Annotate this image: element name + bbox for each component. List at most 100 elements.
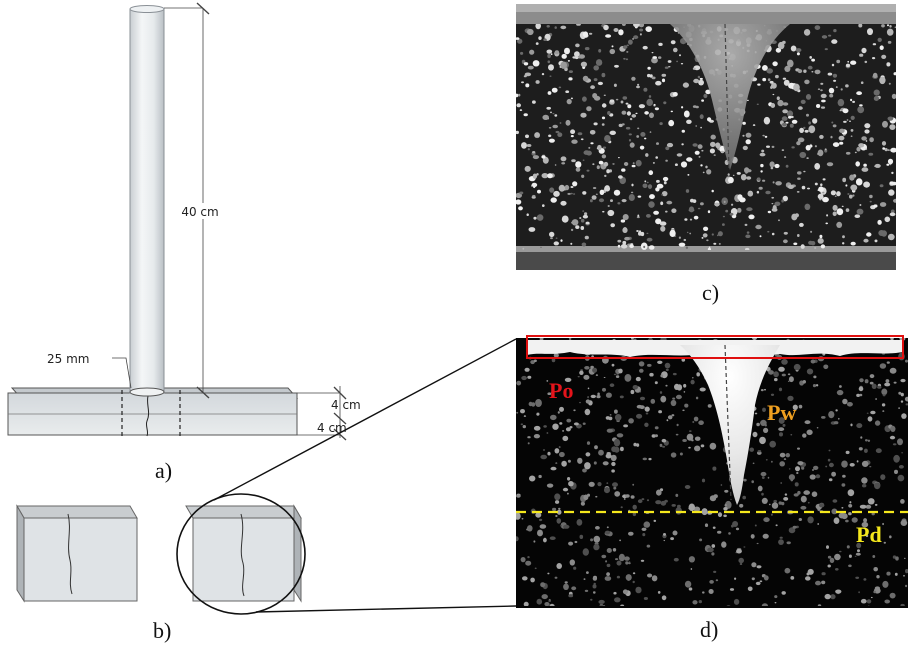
aggregate-grain — [867, 28, 873, 36]
aggregate-grain — [555, 500, 560, 504]
aggregate-grain — [635, 112, 638, 115]
aggregate-grain — [882, 394, 886, 397]
aggregate-grain — [669, 229, 676, 237]
aggregate-grain — [522, 247, 525, 250]
aggregate-grain — [644, 137, 647, 140]
aggregate-grain — [850, 60, 857, 65]
aggregate-grain — [774, 201, 781, 206]
aggregate-grain — [901, 413, 907, 419]
aggregate-grain — [684, 580, 692, 588]
aggregate-grain — [555, 237, 558, 239]
aggregate-grain — [722, 223, 725, 226]
aggregate-grain — [820, 183, 823, 187]
aggregate-grain — [874, 482, 881, 490]
aggregate-grain — [867, 605, 870, 606]
aggregate-grain — [692, 420, 695, 424]
aggregate-grain — [747, 99, 749, 101]
aggregate-grain — [617, 239, 622, 243]
aggregate-grain — [828, 478, 833, 482]
aggregate-grain — [603, 377, 606, 378]
aggregate-grain — [620, 219, 626, 223]
panel-c-photo: c) — [516, 4, 896, 305]
aggregate-grain — [615, 375, 620, 378]
aggregate-grain — [737, 207, 742, 213]
aggregate-grain — [828, 34, 832, 37]
aggregate-grain — [759, 235, 762, 238]
aggregate-grain — [618, 29, 624, 36]
aggregate-grain — [548, 134, 552, 138]
aggregate-grain — [601, 154, 607, 159]
aggregate-grain — [682, 409, 685, 412]
aggregate-grain — [547, 173, 553, 179]
aggregate-grain — [847, 193, 850, 195]
aggregate-grain — [822, 178, 826, 181]
aggregate-grain — [547, 91, 552, 95]
aggregate-grain — [743, 478, 747, 482]
aggregate-grain — [784, 156, 787, 158]
aggregate-grain — [533, 216, 537, 220]
aggregate-grain — [771, 203, 774, 205]
aggregate-grain — [643, 87, 648, 92]
aggregate-grain — [845, 184, 848, 187]
aggregate-grain — [894, 469, 898, 474]
aggregate-grain — [773, 499, 777, 503]
aggregate-grain — [529, 49, 535, 55]
aggregate-grain — [727, 173, 730, 176]
aggregate-grain — [793, 242, 798, 246]
aggregate-grain — [625, 574, 632, 581]
aggregate-grain — [661, 73, 667, 77]
aggregate-grain — [516, 103, 521, 108]
aggregate-grain — [867, 439, 871, 442]
aggregate-grain — [850, 423, 853, 427]
aggregate-grain — [593, 122, 598, 126]
aggregate-grain — [742, 134, 745, 137]
aggregate-grain — [606, 169, 610, 174]
aggregate-grain — [875, 398, 877, 400]
aggregate-grain — [793, 493, 799, 497]
aggregate-grain — [632, 512, 637, 517]
aggregate-grain — [856, 542, 862, 549]
aggregate-grain — [699, 387, 706, 392]
aggregate-grain — [603, 24, 609, 31]
aggregate-grain — [598, 160, 604, 165]
aggregate-grain — [893, 72, 896, 76]
aggregate-grain — [585, 399, 591, 404]
aggregate-grain — [794, 213, 800, 218]
aggregate-grain — [639, 368, 644, 373]
aggregate-grain — [731, 203, 734, 206]
aggregate-grain — [905, 569, 908, 574]
aggregate-grain — [575, 167, 581, 172]
aggregate-grain — [701, 149, 704, 152]
aggregate-grain — [824, 148, 827, 151]
aggregate-grain — [850, 135, 853, 137]
aggregate-grain — [865, 439, 868, 442]
aggregate-grain — [842, 177, 847, 183]
aggregate-grain — [805, 94, 812, 100]
aggregate-grain — [877, 385, 882, 389]
aggregate-grain — [564, 47, 570, 55]
aggregate-grain — [707, 210, 711, 214]
photo-water-plume — [670, 24, 790, 170]
aggregate-grain — [554, 50, 560, 55]
aggregate-grain — [694, 150, 700, 155]
aggregate-grain — [869, 200, 872, 203]
aggregate-grain — [574, 51, 580, 58]
aggregate-grain — [516, 536, 519, 542]
aggregate-grain — [778, 219, 780, 222]
aggregate-grain — [629, 142, 635, 148]
aggregate-grain — [833, 79, 837, 82]
aggregate-grain — [636, 216, 640, 219]
aggregate-grain — [757, 177, 761, 181]
aggregate-grain — [547, 572, 550, 575]
aggregate-grain — [814, 247, 817, 249]
aggregate-grain — [802, 380, 806, 384]
aggregate-grain — [656, 142, 659, 145]
aggregate-grain — [612, 482, 618, 487]
aggregate-grain — [752, 338, 757, 341]
aggregate-grain — [797, 177, 801, 180]
aggregate-grain — [575, 225, 580, 230]
aggregate-grain — [547, 392, 552, 396]
aggregate-grain — [887, 24, 889, 27]
aggregate-grain — [534, 567, 537, 570]
